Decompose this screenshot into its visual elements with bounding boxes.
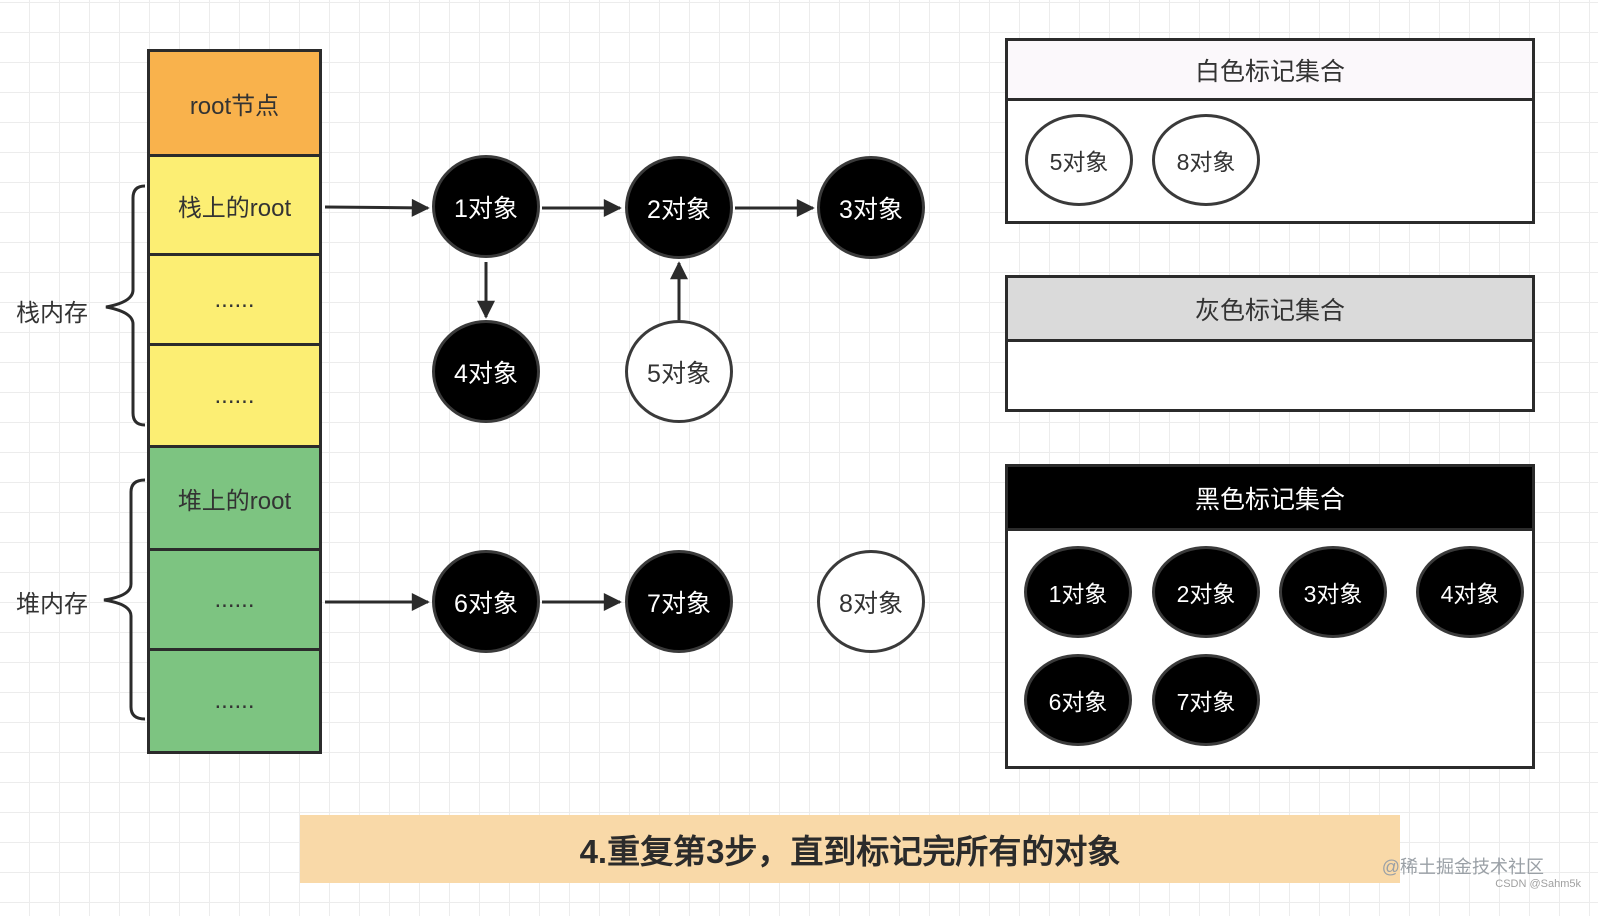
- node-obj8: 8对象: [817, 550, 925, 653]
- white-set-item-label: 5对象: [1049, 149, 1109, 175]
- black-set-item: 2对象: [1152, 546, 1260, 638]
- heap-ellipsis-label-2: ......: [214, 687, 255, 714]
- black-set-item: 6对象: [1024, 654, 1132, 746]
- node-obj3-label: 3对象: [839, 195, 903, 224]
- node-obj5-label: 5对象: [647, 359, 711, 388]
- black-set-title: 黑色标记集合: [1008, 467, 1532, 531]
- root-node-label: root节点: [189, 92, 280, 120]
- black-set-item-label: 3对象: [1303, 581, 1363, 607]
- black-mark-set: 黑色标记集合 1对象 2对象 3对象 4对象 6对象 7对象: [1005, 464, 1535, 769]
- gray-mark-set: 灰色标记集合: [1005, 275, 1535, 412]
- watermark-main: @稀土掘金技术社区: [1381, 857, 1544, 877]
- root-node-cell: root节点: [147, 49, 322, 157]
- white-set-item: 5对象: [1025, 114, 1133, 206]
- watermark-sub: CSDN @Sahm5k: [1495, 878, 1581, 890]
- heap-ellipsis-label-1: ......: [214, 585, 255, 613]
- black-set-item: 1对象: [1024, 546, 1132, 638]
- black-set-item-label: 2对象: [1176, 581, 1236, 607]
- white-mark-set: 白色标记集合 5对象 8对象: [1005, 38, 1535, 224]
- white-set-item: 8对象: [1152, 114, 1260, 206]
- stack-memory-label: 栈内存: [16, 300, 88, 327]
- node-obj1-label: 1对象: [454, 194, 518, 223]
- gray-set-title: 灰色标记集合: [1008, 278, 1532, 342]
- heap-ellipsis-cell-1: ......: [147, 548, 322, 651]
- white-set-title: 白色标记集合: [1008, 41, 1532, 101]
- arrow-stackroot-to-obj1: [324, 198, 430, 217]
- node-obj7: 7对象: [625, 550, 733, 653]
- node-obj7-label: 7对象: [647, 589, 711, 618]
- node-obj3: 3对象: [817, 156, 925, 259]
- black-set-item-label: 4对象: [1440, 581, 1500, 607]
- black-set-item: 3对象: [1279, 546, 1387, 638]
- white-set-item-label: 8对象: [1176, 149, 1236, 175]
- node-obj5: 5对象: [625, 320, 733, 423]
- node-obj1: 1对象: [432, 155, 540, 258]
- black-set-item-label: 6对象: [1048, 689, 1108, 715]
- black-set-item-label: 7对象: [1176, 689, 1236, 715]
- heap-root-label: 堆上的root: [177, 487, 292, 515]
- node-obj2-label: 2对象: [647, 195, 711, 224]
- stack-root-cell: 栈上的root: [147, 154, 322, 256]
- node-obj6: 6对象: [432, 550, 540, 653]
- stack-ellipsis-cell-1: ......: [147, 253, 322, 346]
- black-set-item: 4对象: [1416, 546, 1524, 638]
- stack-ellipsis-label-2: ......: [214, 381, 255, 409]
- heap-ellipsis-cell-2: ......: [147, 648, 322, 754]
- node-obj4: 4对象: [432, 320, 540, 423]
- heap-memory-brace: [103, 478, 146, 721]
- node-obj8-label: 8对象: [839, 589, 903, 618]
- step-caption: 4.重复第3步，直到标记完所有的对象: [300, 815, 1400, 883]
- heap-root-cell: 堆上的root: [147, 445, 322, 551]
- heap-memory-label: 堆内存: [16, 591, 88, 618]
- node-obj6-label: 6对象: [454, 589, 518, 618]
- node-obj4-label: 4对象: [454, 359, 518, 388]
- black-set-item: 7对象: [1152, 654, 1260, 746]
- stack-ellipsis-cell-2: ......: [147, 343, 322, 448]
- node-obj2: 2对象: [625, 156, 733, 259]
- stack-ellipsis-label-1: ......: [214, 285, 255, 313]
- stack-memory-brace: [105, 184, 146, 427]
- black-set-item-label: 1对象: [1048, 581, 1108, 607]
- stack-root-label: 栈上的root: [177, 194, 292, 222]
